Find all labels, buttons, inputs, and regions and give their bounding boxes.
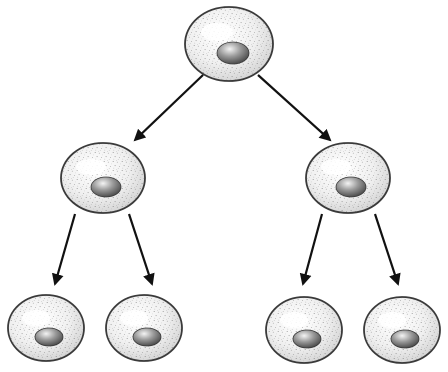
nucleus: [91, 177, 121, 197]
cell: [8, 295, 84, 361]
nucleus: [133, 328, 161, 346]
arrow-right-to-leaf-4: [375, 214, 398, 284]
cell: [306, 143, 390, 213]
cell: [364, 297, 440, 363]
arrow-root-to-left: [135, 75, 203, 140]
nucleus: [293, 330, 321, 348]
nucleus: [35, 328, 63, 346]
arrow-root-to-right: [258, 75, 330, 140]
arrow-left-to-leaf-2: [129, 214, 152, 284]
nucleus: [336, 177, 366, 197]
nucleus: [217, 42, 249, 64]
cell-generation-3: [8, 295, 440, 363]
cell: [61, 143, 145, 213]
cell: [106, 295, 182, 361]
arrow-right-to-leaf-3: [303, 214, 322, 284]
cell-generation-1: [185, 7, 273, 81]
cell: [266, 297, 342, 363]
nucleus: [391, 330, 419, 348]
arrow-left-to-leaf-1: [55, 214, 75, 284]
cell-generation-2: [61, 143, 390, 213]
cell: [185, 7, 273, 81]
